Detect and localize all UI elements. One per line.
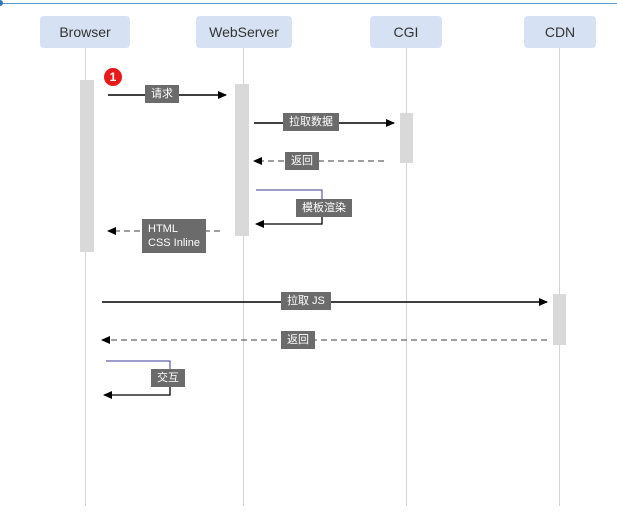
arrow-template-render-top <box>256 189 323 200</box>
label-html-css-inline: HTML CSS Inline <box>142 219 206 253</box>
label-fetch-data: 拉取数据 <box>283 113 339 131</box>
label-interaction: 交互 <box>151 369 185 387</box>
participant-cgi: CGI <box>370 16 442 48</box>
step-number-badge: 1 <box>104 68 122 86</box>
participant-cdn: CDN <box>524 16 596 48</box>
label-return-cgi: 返回 <box>285 152 319 170</box>
activation-cdn <box>553 294 566 345</box>
lifeline-cdn <box>559 48 560 506</box>
top-border-handle <box>0 0 3 6</box>
arrow-interaction-top <box>106 360 171 370</box>
label-template-render: 模板渲染 <box>296 199 352 217</box>
label-request: 请求 <box>145 85 179 103</box>
activation-webserver <box>235 84 249 236</box>
participant-webserver: WebServer <box>196 16 292 48</box>
label-html-line1: HTML <box>148 223 178 235</box>
label-return-cdn: 返回 <box>281 331 315 349</box>
activation-cgi <box>400 113 413 163</box>
label-fetch-js: 拉取 JS <box>281 292 331 310</box>
participant-browser: Browser <box>40 16 130 48</box>
activation-browser <box>80 80 94 252</box>
lifeline-cgi <box>406 48 407 506</box>
arrow-interaction <box>103 386 171 399</box>
lifeline-webserver <box>243 48 244 506</box>
label-html-line2: CSS Inline <box>148 237 200 249</box>
lifeline-browser <box>85 48 86 506</box>
top-border-line <box>0 3 617 4</box>
